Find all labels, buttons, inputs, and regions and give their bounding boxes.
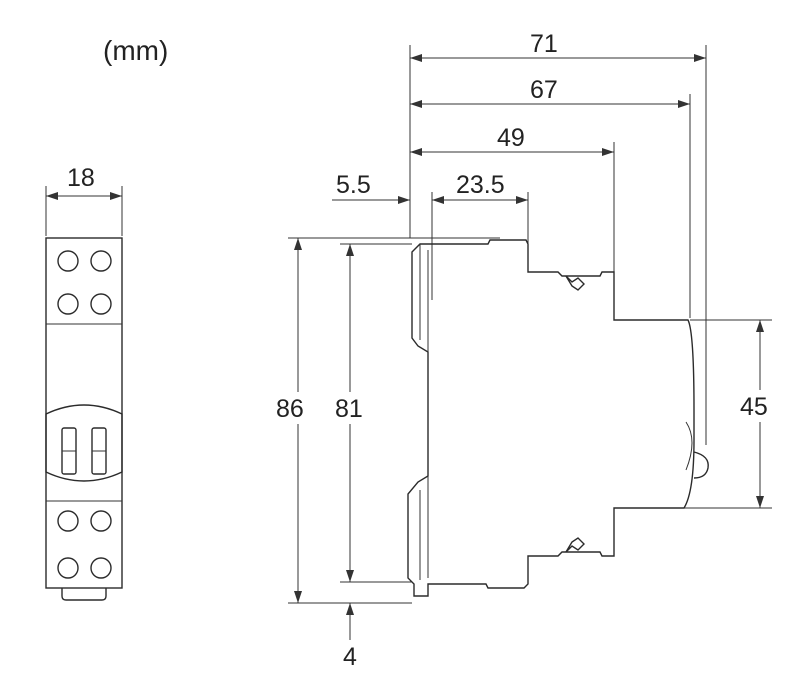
arrow (410, 54, 422, 62)
label-clip-height: 4 (343, 643, 357, 671)
front-width-arrow-left (46, 192, 58, 200)
terminal-screw (90, 250, 112, 272)
arrow (346, 244, 354, 256)
arrow (346, 603, 354, 615)
arrow (694, 54, 706, 62)
arrow (756, 320, 764, 332)
label-depth-body: 67 (530, 76, 558, 104)
arrow (398, 196, 410, 204)
front-bottom-clip (61, 588, 107, 601)
label-depth-total: 71 (530, 30, 558, 58)
front-window (45, 404, 123, 482)
side-housing-outline (407, 239, 695, 597)
label-depth-shoulder: 49 (497, 124, 525, 152)
terminal-screw (57, 510, 79, 532)
arrow (294, 238, 302, 250)
front-knob (693, 451, 709, 479)
terminal-screw (57, 557, 79, 579)
front-view: 18 (45, 164, 123, 601)
terminal-screw (57, 250, 79, 272)
label-rail-offset: 5.5 (336, 171, 371, 199)
label-bg (740, 390, 782, 422)
label-height-body: 81 (335, 395, 363, 423)
label-bg (276, 392, 320, 424)
arrow (756, 496, 764, 508)
terminal-screw-top (565, 275, 585, 291)
arrow (294, 591, 302, 603)
front-width-arrow-right (110, 192, 122, 200)
arrow (602, 148, 614, 156)
front-width-label: 18 (67, 164, 95, 192)
arrow (516, 196, 528, 204)
front-lens (685, 421, 693, 471)
arrow (678, 100, 690, 108)
label-bg (330, 392, 372, 424)
front-housing (45, 237, 123, 589)
arrow (410, 100, 422, 108)
unit-label: (mm) (103, 35, 168, 66)
terminal-screw (90, 557, 112, 579)
terminal-screw-bottom (565, 537, 585, 553)
terminal-screw (90, 293, 112, 315)
label-height-total: 86 (276, 395, 304, 423)
terminal-screw (57, 293, 79, 315)
label-front-face-height: 45 (740, 393, 768, 421)
label-rail-section: 23.5 (456, 171, 505, 199)
arrow (346, 570, 354, 582)
terminal-screw (90, 510, 112, 532)
arrow (410, 148, 422, 156)
side-view: 71 67 49 5.5 23.5 86 (276, 30, 782, 671)
